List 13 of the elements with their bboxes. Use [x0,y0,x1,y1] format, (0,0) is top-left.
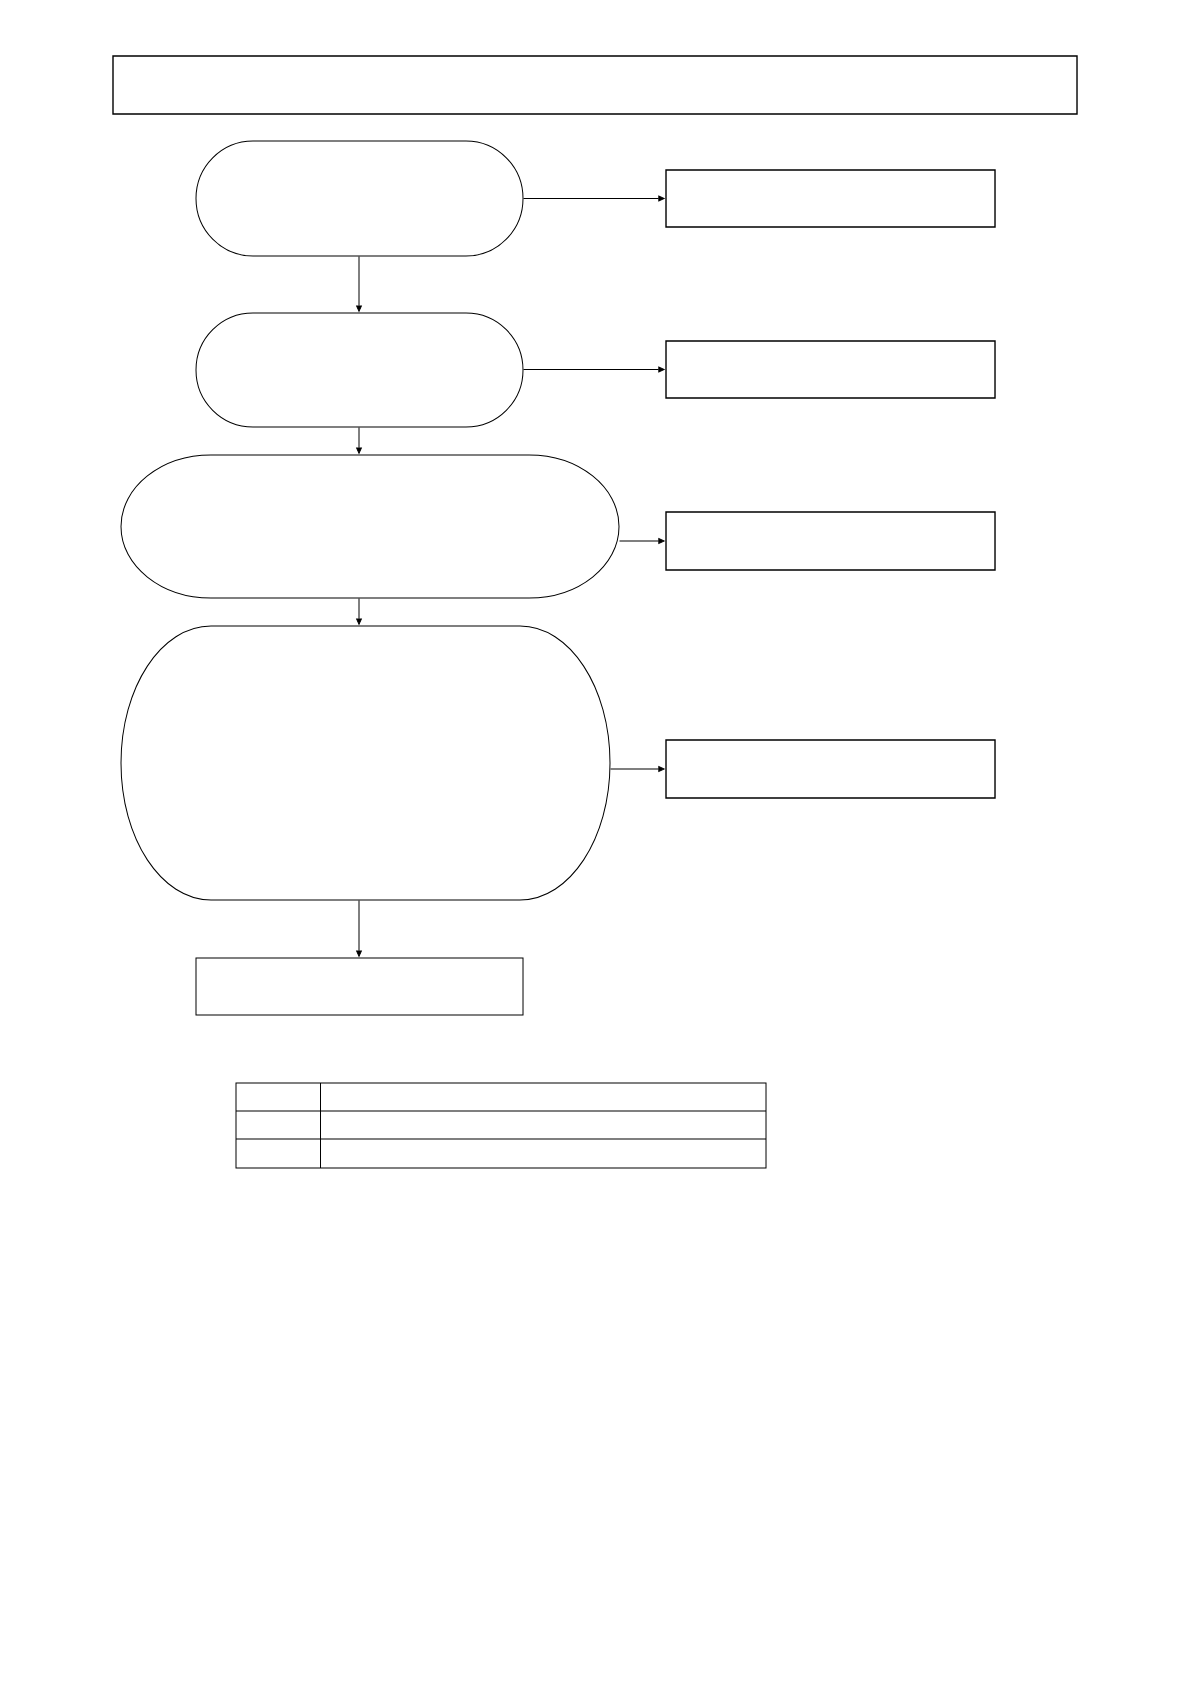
process-box [195,957,524,1016]
process-box [665,739,996,799]
arrow [523,195,665,202]
process-box [665,511,996,571]
arrow [610,766,665,772]
arrow [356,900,362,957]
arrow [619,538,665,544]
process-box [665,340,996,399]
process-box [665,169,996,228]
arrow [356,427,362,454]
arrow [523,366,665,373]
arrow [356,256,362,312]
arrow [356,598,362,625]
